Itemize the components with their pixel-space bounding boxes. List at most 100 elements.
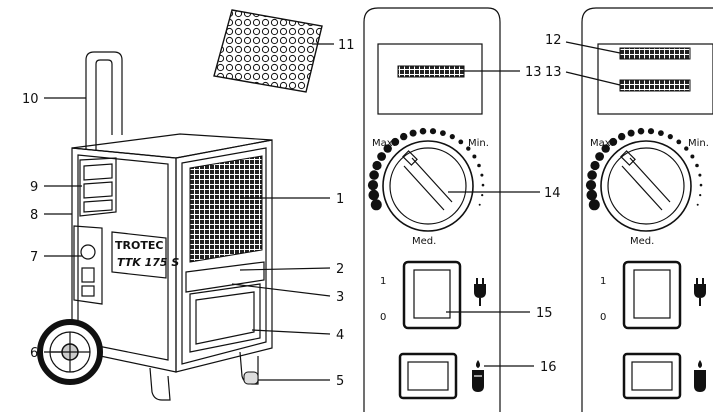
device-front xyxy=(175,139,273,373)
leader-line-2 xyxy=(239,267,331,271)
control-panel-1: 13 Max. Min. Med. 14 1 0 15 xyxy=(363,7,561,412)
telescopic-handle xyxy=(85,51,123,150)
dial-grip-2 xyxy=(621,157,671,211)
dust-filter xyxy=(213,9,323,93)
display-window xyxy=(377,43,483,115)
model-label: TTK 175 S xyxy=(117,256,179,269)
hour-counter-bottom xyxy=(619,79,691,92)
leader-line-3 xyxy=(231,283,331,297)
dial-indicator-2 xyxy=(620,150,636,166)
hose-connector xyxy=(81,267,95,283)
callout-15: 15 xyxy=(536,306,553,321)
callout-4: 4 xyxy=(336,328,344,343)
callout-6: 6 xyxy=(30,346,38,361)
connector-socket xyxy=(80,244,96,260)
dial-scale-dot xyxy=(696,203,699,206)
air-outlet xyxy=(79,157,117,217)
dial-scale-dot xyxy=(618,132,626,141)
dial-scale-dot xyxy=(370,199,382,211)
panel-housing xyxy=(363,7,501,412)
connection-panel xyxy=(73,225,103,305)
power-switch-2[interactable] xyxy=(622,260,682,330)
callout-10: 10 xyxy=(22,92,39,107)
dial-scale-dot xyxy=(383,144,392,153)
dial-scale-dot xyxy=(368,189,380,201)
dial-scale-dot xyxy=(690,154,695,159)
switch-on-label-2: 1 xyxy=(600,276,606,287)
dial-scale-2 xyxy=(585,127,703,211)
dial-scale-dot xyxy=(458,139,464,145)
control-panel-2: 12 13 Max. Min. Med. 1 0 xyxy=(545,7,713,412)
dial-scale-dot xyxy=(481,194,484,197)
switch-off-label: 0 xyxy=(380,312,386,323)
callout-3: 3 xyxy=(336,290,344,305)
dial-scale-dot xyxy=(658,130,664,137)
dial-scale-dot xyxy=(466,146,471,151)
hour-counter-top xyxy=(619,47,691,60)
callout-11: 11 xyxy=(338,38,355,53)
dial-scale-dot xyxy=(588,199,600,211)
telescopic-handle-inner xyxy=(95,59,113,150)
dehumidifier-device: TROTEC TTK 175 S xyxy=(37,9,323,401)
tank-lid xyxy=(185,261,265,293)
dial-scale-dot xyxy=(637,127,645,135)
dial-inner-ring-2 xyxy=(607,147,685,225)
cable-hook xyxy=(81,285,95,297)
dial-med-label-2: Med. xyxy=(630,236,654,247)
dial-scale-dot xyxy=(647,128,655,135)
condensate-tank xyxy=(189,283,261,353)
dial-indicator xyxy=(402,150,418,166)
air-inlet-grille xyxy=(189,155,263,263)
dial-scale-dot xyxy=(377,152,386,161)
tank-full-indicator-2 xyxy=(622,352,682,400)
tank-indicator-lamp xyxy=(407,361,449,391)
air-outlet-slot-top xyxy=(83,163,113,181)
hour-counter xyxy=(397,65,465,78)
callout-2: 2 xyxy=(336,262,344,277)
dial-inner-ring xyxy=(389,147,467,225)
leader-line-4 xyxy=(251,329,331,335)
dial-scale-dot xyxy=(440,130,446,137)
dial-scale-dot xyxy=(699,183,703,187)
leader-line-13b xyxy=(565,71,621,86)
dial-scale-dot xyxy=(601,144,610,153)
power-switch-rocker xyxy=(413,269,451,319)
left-callouts xyxy=(44,43,334,381)
dial-scale-dot xyxy=(419,127,427,135)
dial-scale-dot xyxy=(472,154,477,159)
tank-full-indicator xyxy=(398,352,458,400)
brand-label: TROTEC xyxy=(115,239,163,252)
dial-scale-dot xyxy=(369,170,379,180)
dial-scale-dot xyxy=(585,180,597,191)
humidity-dial[interactable] xyxy=(382,140,474,232)
dial-scale-dot xyxy=(698,173,702,177)
dial-scale-dot xyxy=(477,163,481,168)
dial-med-label: Med. xyxy=(412,236,436,247)
dial-scale-dot xyxy=(480,173,484,177)
dial-scale-dot xyxy=(367,180,379,191)
callout-14: 14 xyxy=(544,186,561,201)
power-plug-icon xyxy=(474,278,486,306)
callout-5: 5 xyxy=(336,374,344,389)
dial-scale-dot xyxy=(684,146,689,151)
callout-7: 7 xyxy=(30,250,38,265)
humidity-dial-2[interactable] xyxy=(600,140,692,232)
dial-max-label-2: Max. xyxy=(590,138,614,149)
brand-plate xyxy=(111,231,167,279)
dial-scale-dot xyxy=(695,163,699,168)
dial-grip xyxy=(403,157,453,211)
power-switch-rocker-2 xyxy=(633,269,671,319)
air-outlet-slot-bottom xyxy=(83,199,113,213)
dial-scale xyxy=(367,127,485,211)
callout-13: 13 xyxy=(525,65,542,80)
foot-pad xyxy=(243,371,259,385)
display-window-2 xyxy=(597,43,713,115)
left-callout-numbers: 1 2 3 4 5 6 7 8 9 10 11 xyxy=(22,38,355,389)
dial-scale-dot xyxy=(478,203,481,206)
power-plug-icon xyxy=(694,278,706,306)
device-foot-front xyxy=(149,367,171,401)
callout-1: 1 xyxy=(336,192,344,207)
dial-scale-dot xyxy=(609,137,618,146)
dial-scale-dot xyxy=(391,137,400,146)
